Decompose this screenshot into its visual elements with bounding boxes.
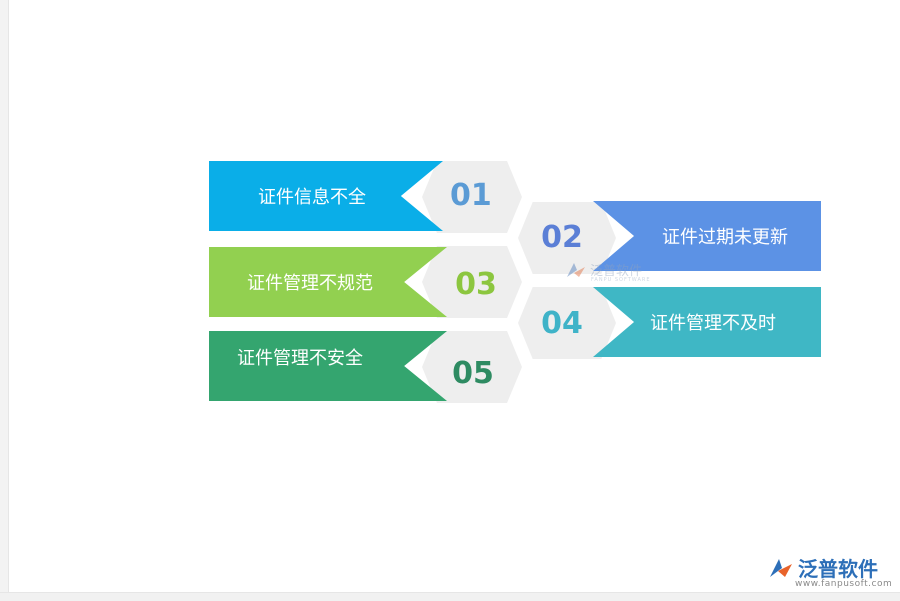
item-05-label: 证件管理不安全 bbox=[237, 348, 363, 369]
fanpu-logo-icon bbox=[567, 262, 585, 277]
hex-01 bbox=[422, 161, 522, 233]
item-04-number: 04 bbox=[541, 306, 583, 341]
item-03-number: 03 bbox=[455, 267, 497, 302]
hex-02 bbox=[518, 202, 616, 274]
hex-05 bbox=[422, 331, 522, 403]
fanpu-logo: 泛普软件 bbox=[768, 553, 878, 582]
watermark-text: 泛普软件 bbox=[590, 264, 643, 279]
item-05-bar: 证件管理不安全 bbox=[209, 331, 447, 401]
frame-left-border bbox=[0, 0, 9, 600]
item-03-bar: 证件管理不规范 bbox=[209, 247, 447, 317]
item-03-label: 证件管理不规范 bbox=[247, 273, 373, 294]
item-04-bar: 证件管理不及时 bbox=[593, 287, 821, 357]
item-04-label: 证件管理不及时 bbox=[650, 313, 776, 334]
hex-04 bbox=[518, 287, 616, 359]
frame-bottom-border bbox=[0, 592, 900, 601]
fanpu-logo-icon bbox=[770, 558, 792, 577]
watermark-subtext: FANPU SOFTWARE bbox=[591, 277, 651, 283]
item-05-number: 05 bbox=[452, 356, 494, 391]
item-01-number: 01 bbox=[450, 178, 492, 213]
item-02-label: 证件过期未更新 bbox=[662, 227, 788, 248]
watermark: 泛普软件 bbox=[565, 260, 642, 279]
hex-03 bbox=[422, 246, 522, 318]
item-01-bar: 证件信息不全 bbox=[209, 161, 443, 231]
item-01-label: 证件信息不全 bbox=[258, 187, 366, 208]
logo-url: www.fanpusoft.com bbox=[795, 579, 893, 589]
logo-text: 泛普软件 bbox=[798, 557, 878, 581]
item-02-number: 02 bbox=[541, 220, 583, 255]
